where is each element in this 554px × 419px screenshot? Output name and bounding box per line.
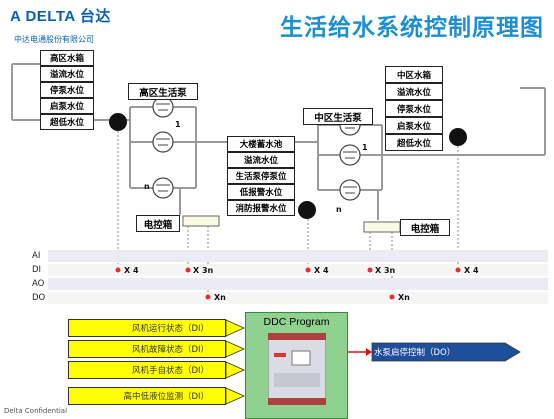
high-pump-2 [152,131,174,153]
high-pump-n [152,177,174,199]
high-tank-item-4: 启泵水位 [40,98,94,114]
do-marker-1 [205,294,211,300]
mid-tank-item-4: 启泵水位 [385,117,443,134]
pool-item-3: 生活泵停泵位 [227,168,295,184]
high-pump-1 [152,96,174,118]
page-title: 生活给水系统控制原理图 [280,15,544,41]
mid-pump-n [339,179,361,201]
mid-pump-label: 中区生活泵 [303,108,373,125]
mid-tank-item-3: 停泵水位 [385,100,443,117]
io-row-do: DO [32,293,46,303]
io-row-ai: AI [32,251,41,261]
high-pump-mark-1: 1 [175,120,181,129]
di-count-1: X 4 [124,266,139,275]
high-control-box-graphic [182,215,220,227]
high-tank-level-sensor [109,113,127,131]
high-tank-item-2: 溢流水位 [40,66,94,82]
ddc-input-3: 风机手自状态（DI） [68,361,226,379]
mid-control-box-graphic [363,221,401,233]
ddc-device-overlay [268,333,326,405]
do-marker-2 [389,294,395,300]
footer-confidential: Delta Confidential [4,407,68,415]
io-row-ao: AO [32,279,45,289]
di-count-4: X 3n [375,266,396,275]
ddc-output-label: 水泵启停控制（DO） [374,348,456,358]
delta-logo: A DELTA 台达 中达电通股份有限公司 [10,5,111,44]
high-pump-label: 高区生活泵 [128,83,198,100]
di-count-3: X 4 [314,266,329,275]
output-arrow-shape [371,342,521,362]
di-marker-1 [115,267,121,273]
high-control-box-label: 电控箱 [136,215,180,232]
logo-subtitle: 中达电通股份有限公司 [14,35,94,44]
mid-tank-item-1: 中区水箱 [385,66,443,83]
high-pump-mark-n: n [144,182,150,191]
di-marker-2 [185,267,191,273]
pool-item-4: 低报警水位 [227,184,295,200]
high-tank-item-3: 停泵水位 [40,82,94,98]
ddc-input-2: 风机故障状态（DI） [68,340,226,358]
mid-pump-2 [339,144,361,166]
io-row-di: DI [32,265,42,275]
ddc-title: DDC Program [263,316,330,328]
high-tank-item-1: 高区水箱 [40,50,94,66]
logo-brand: A DELTA 台达 [10,8,111,25]
pool-item-2: 溢流水位 [227,152,295,168]
pool-item-5: 消防报警水位 [227,200,295,216]
mid-tank-item-2: 溢流水位 [385,83,443,100]
mid-pump-mark-1: 1 [362,143,368,152]
ddc-input-4: 高中低液位监测（DI） [68,387,226,405]
di-marker-4 [367,267,373,273]
pool-level-sensor [298,201,316,219]
mid-control-box-label: 电控箱 [400,219,450,236]
mid-tank-level-sensor [449,128,467,146]
mid-pump-mark-n: n [336,205,342,214]
do-count-1: Xn [214,293,226,302]
di-marker-5 [455,267,461,273]
mid-tank-item-5: 超低水位 [385,134,443,151]
high-tank-item-5: 超低水位 [40,114,94,130]
di-count-2: X 3n [193,266,214,275]
di-count-5: X 4 [464,266,479,275]
ddc-input-1: 风机运行状态（DI） [68,319,226,337]
do-count-2: Xn [398,293,410,302]
pool-item-1: 大楼蓄水池 [227,136,295,152]
di-marker-3 [305,267,311,273]
